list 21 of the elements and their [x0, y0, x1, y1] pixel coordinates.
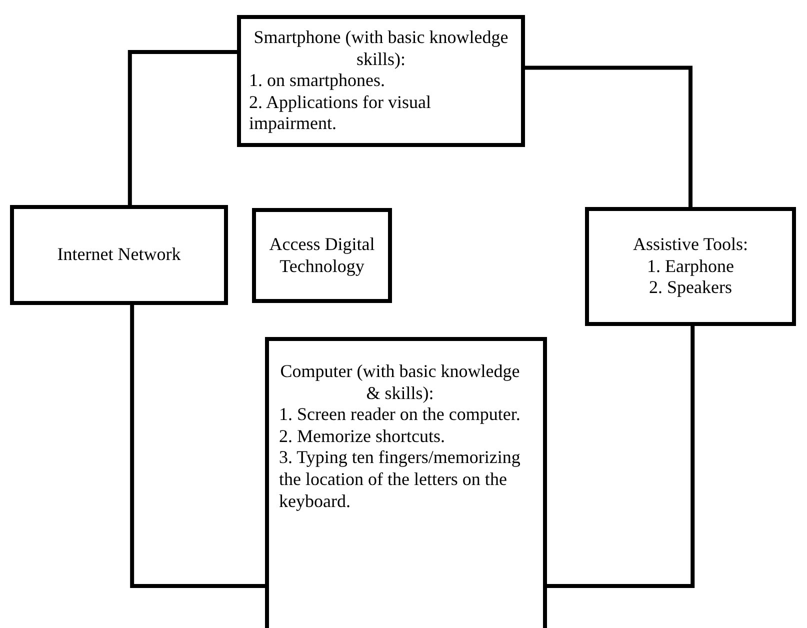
node-text: 1. Screen reader on the computer.: [279, 404, 521, 426]
node-text: Assistive Tools:: [632, 234, 749, 256]
process-box: [10, 205, 228, 305]
process-box: [585, 207, 796, 326]
process-box: [265, 337, 547, 628]
connector-line: [547, 326, 695, 588]
connector-line: [525, 66, 692, 207]
node-text: Access Digital Technology: [268, 234, 376, 278]
connector-line: [128, 50, 237, 205]
process-box: [252, 208, 392, 303]
node-text: Smartphone (with basic knowledge skills):: [252, 27, 510, 70]
node-text: 1. Earphone: [646, 256, 735, 278]
node-text: Internet Network: [56, 244, 182, 266]
process-box: [237, 15, 525, 147]
node-text: Computer (with basic knowledge & skills):: [279, 361, 521, 404]
connector-line: [130, 305, 265, 588]
node-text: 3. Typing ten fingers/memorizing the location of the letters on the keyboard.: [279, 447, 521, 512]
node-text: 1. on smartphones.: [249, 70, 386, 92]
node-text: 2. Memorize shortcuts.: [279, 426, 446, 448]
node-text: 2. Applications for visual impairment.: [249, 92, 432, 135]
node-text: 2. Speakers: [648, 277, 733, 299]
